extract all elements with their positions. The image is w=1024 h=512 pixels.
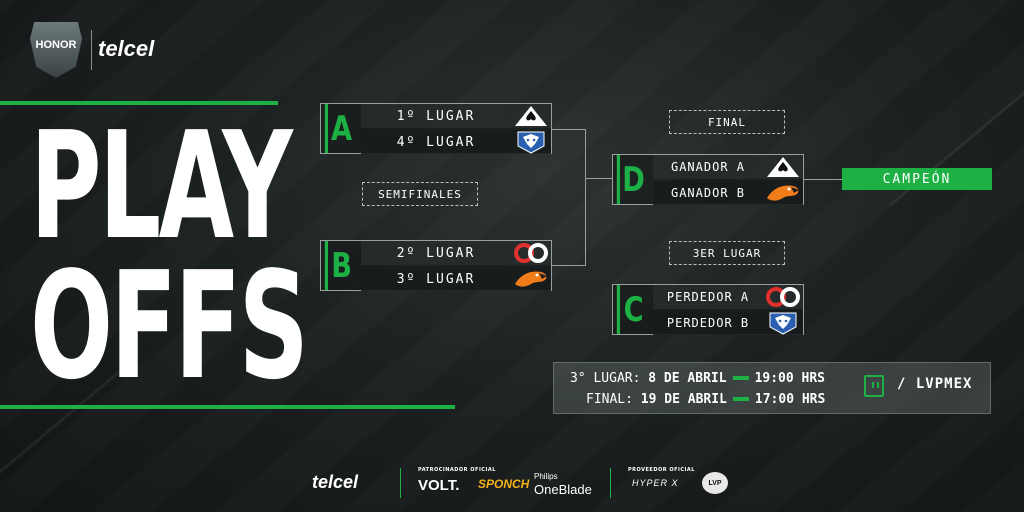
bracket-slot: 4º LUGAR xyxy=(361,130,551,154)
red-infinity-logo-icon xyxy=(763,285,803,309)
slot-label: 1º LUGAR xyxy=(396,108,476,124)
schedule-date: 19 DE ABRIL xyxy=(640,391,727,407)
logo-divider xyxy=(91,30,92,70)
hyperx-logo: HYPER X xyxy=(632,478,679,488)
channel-label[interactable]: / LVPMEX xyxy=(897,376,973,392)
title-line-play: PLAY xyxy=(30,100,293,272)
lvp-logo-text: LVP xyxy=(708,479,722,487)
bracket-connector xyxy=(586,178,612,179)
orange-parrot-logo-icon xyxy=(763,181,803,205)
bracket-slot: 2º LUGAR xyxy=(361,241,551,265)
schedule-row-final: FINAL: 19 DE ABRIL 17:00 HRS xyxy=(586,389,825,409)
telcel-sponsor-logo: telcel xyxy=(312,472,359,492)
telcel-logo: telcel xyxy=(98,36,155,61)
white-spade-logo-icon xyxy=(511,104,551,128)
white-spade-logo-icon xyxy=(763,155,803,179)
official-provider-label: PROVEEDOR OFICIAL xyxy=(628,467,695,473)
schedule-dash xyxy=(732,397,749,401)
bracket-slot: GANADOR A xyxy=(653,155,803,179)
schedule-date: 8 DE ABRIL xyxy=(648,370,727,386)
group-letter: C xyxy=(616,285,647,334)
final-label: FINAL xyxy=(669,110,785,134)
third-place-label: 3ER LUGAR xyxy=(669,241,785,265)
bracket-group-a: A 1º LUGAR 4º LUGAR xyxy=(320,103,552,154)
group-letter: B xyxy=(324,241,355,290)
bracket-slot: PERDEDOR A xyxy=(653,285,803,309)
schedule-row-third-place: 3° LUGAR: 8 DE ABRIL 19:00 HRS xyxy=(570,368,825,388)
bracket-connector xyxy=(552,129,586,266)
bracket-slot: GANADOR B xyxy=(653,181,803,205)
slot-label: PERDEDOR B xyxy=(666,316,750,330)
bracket-group-d: D GANADOR A GANADOR B xyxy=(612,154,804,205)
official-sponsor-label: PATROCINADOR OFICIAL xyxy=(418,467,496,473)
title-line-offs: OFFS xyxy=(30,240,309,412)
schedule-time: 19:00 HRS xyxy=(754,370,826,386)
accent-line-top xyxy=(0,101,278,105)
semifinals-label: SEMIFINALES xyxy=(362,182,478,206)
schedule-event: 3° LUGAR: xyxy=(570,370,641,386)
sponsor-divider xyxy=(400,468,401,498)
slot-label: PERDEDOR A xyxy=(666,290,750,304)
accent-line-bottom xyxy=(0,405,455,409)
schedule-event: FINAL: xyxy=(586,391,633,407)
bracket-slot: 1º LUGAR xyxy=(361,104,551,128)
slot-label: GANADOR A xyxy=(670,160,746,174)
twitch-icon xyxy=(864,375,884,397)
schedule-box: 3° LUGAR: 8 DE ABRIL 19:00 HRS FINAL: 19… xyxy=(553,362,991,414)
red-infinity-logo-icon xyxy=(511,241,551,265)
honor-logo-text: HONOR xyxy=(35,39,77,51)
schedule-dash xyxy=(732,376,749,380)
blue-wolf-logo-icon xyxy=(763,311,803,335)
orange-parrot-logo-icon xyxy=(511,267,551,291)
blue-wolf-logo-icon xyxy=(511,130,551,154)
bracket-connector xyxy=(804,179,842,180)
sponch-logo: SPONCH xyxy=(478,477,530,491)
philips-logo-line1: Philips xyxy=(534,472,558,481)
schedule-time: 17:00 HRS xyxy=(754,391,826,407)
lvp-logo: LVP xyxy=(702,472,728,494)
bracket-slot: PERDEDOR B xyxy=(653,311,803,335)
sponsor-divider xyxy=(610,468,611,498)
bracket-group-b: B 2º LUGAR 3º LUGAR xyxy=(320,240,552,291)
oneblade-logo: OneBlade xyxy=(534,482,592,497)
bracket-group-c: C PERDEDOR A PERDEDOR B xyxy=(612,284,804,335)
slot-label: GANADOR B xyxy=(670,186,746,200)
group-letter: D xyxy=(616,155,647,204)
champion-label: CAMPEÓN xyxy=(842,168,992,190)
bracket-slot: 3º LUGAR xyxy=(361,267,551,291)
slot-label: 2º LUGAR xyxy=(396,245,476,261)
group-letter: A xyxy=(324,104,355,153)
slot-label: 3º LUGAR xyxy=(396,271,476,287)
volt-logo: VOLT. xyxy=(418,477,460,494)
slot-label: 4º LUGAR xyxy=(396,134,476,150)
